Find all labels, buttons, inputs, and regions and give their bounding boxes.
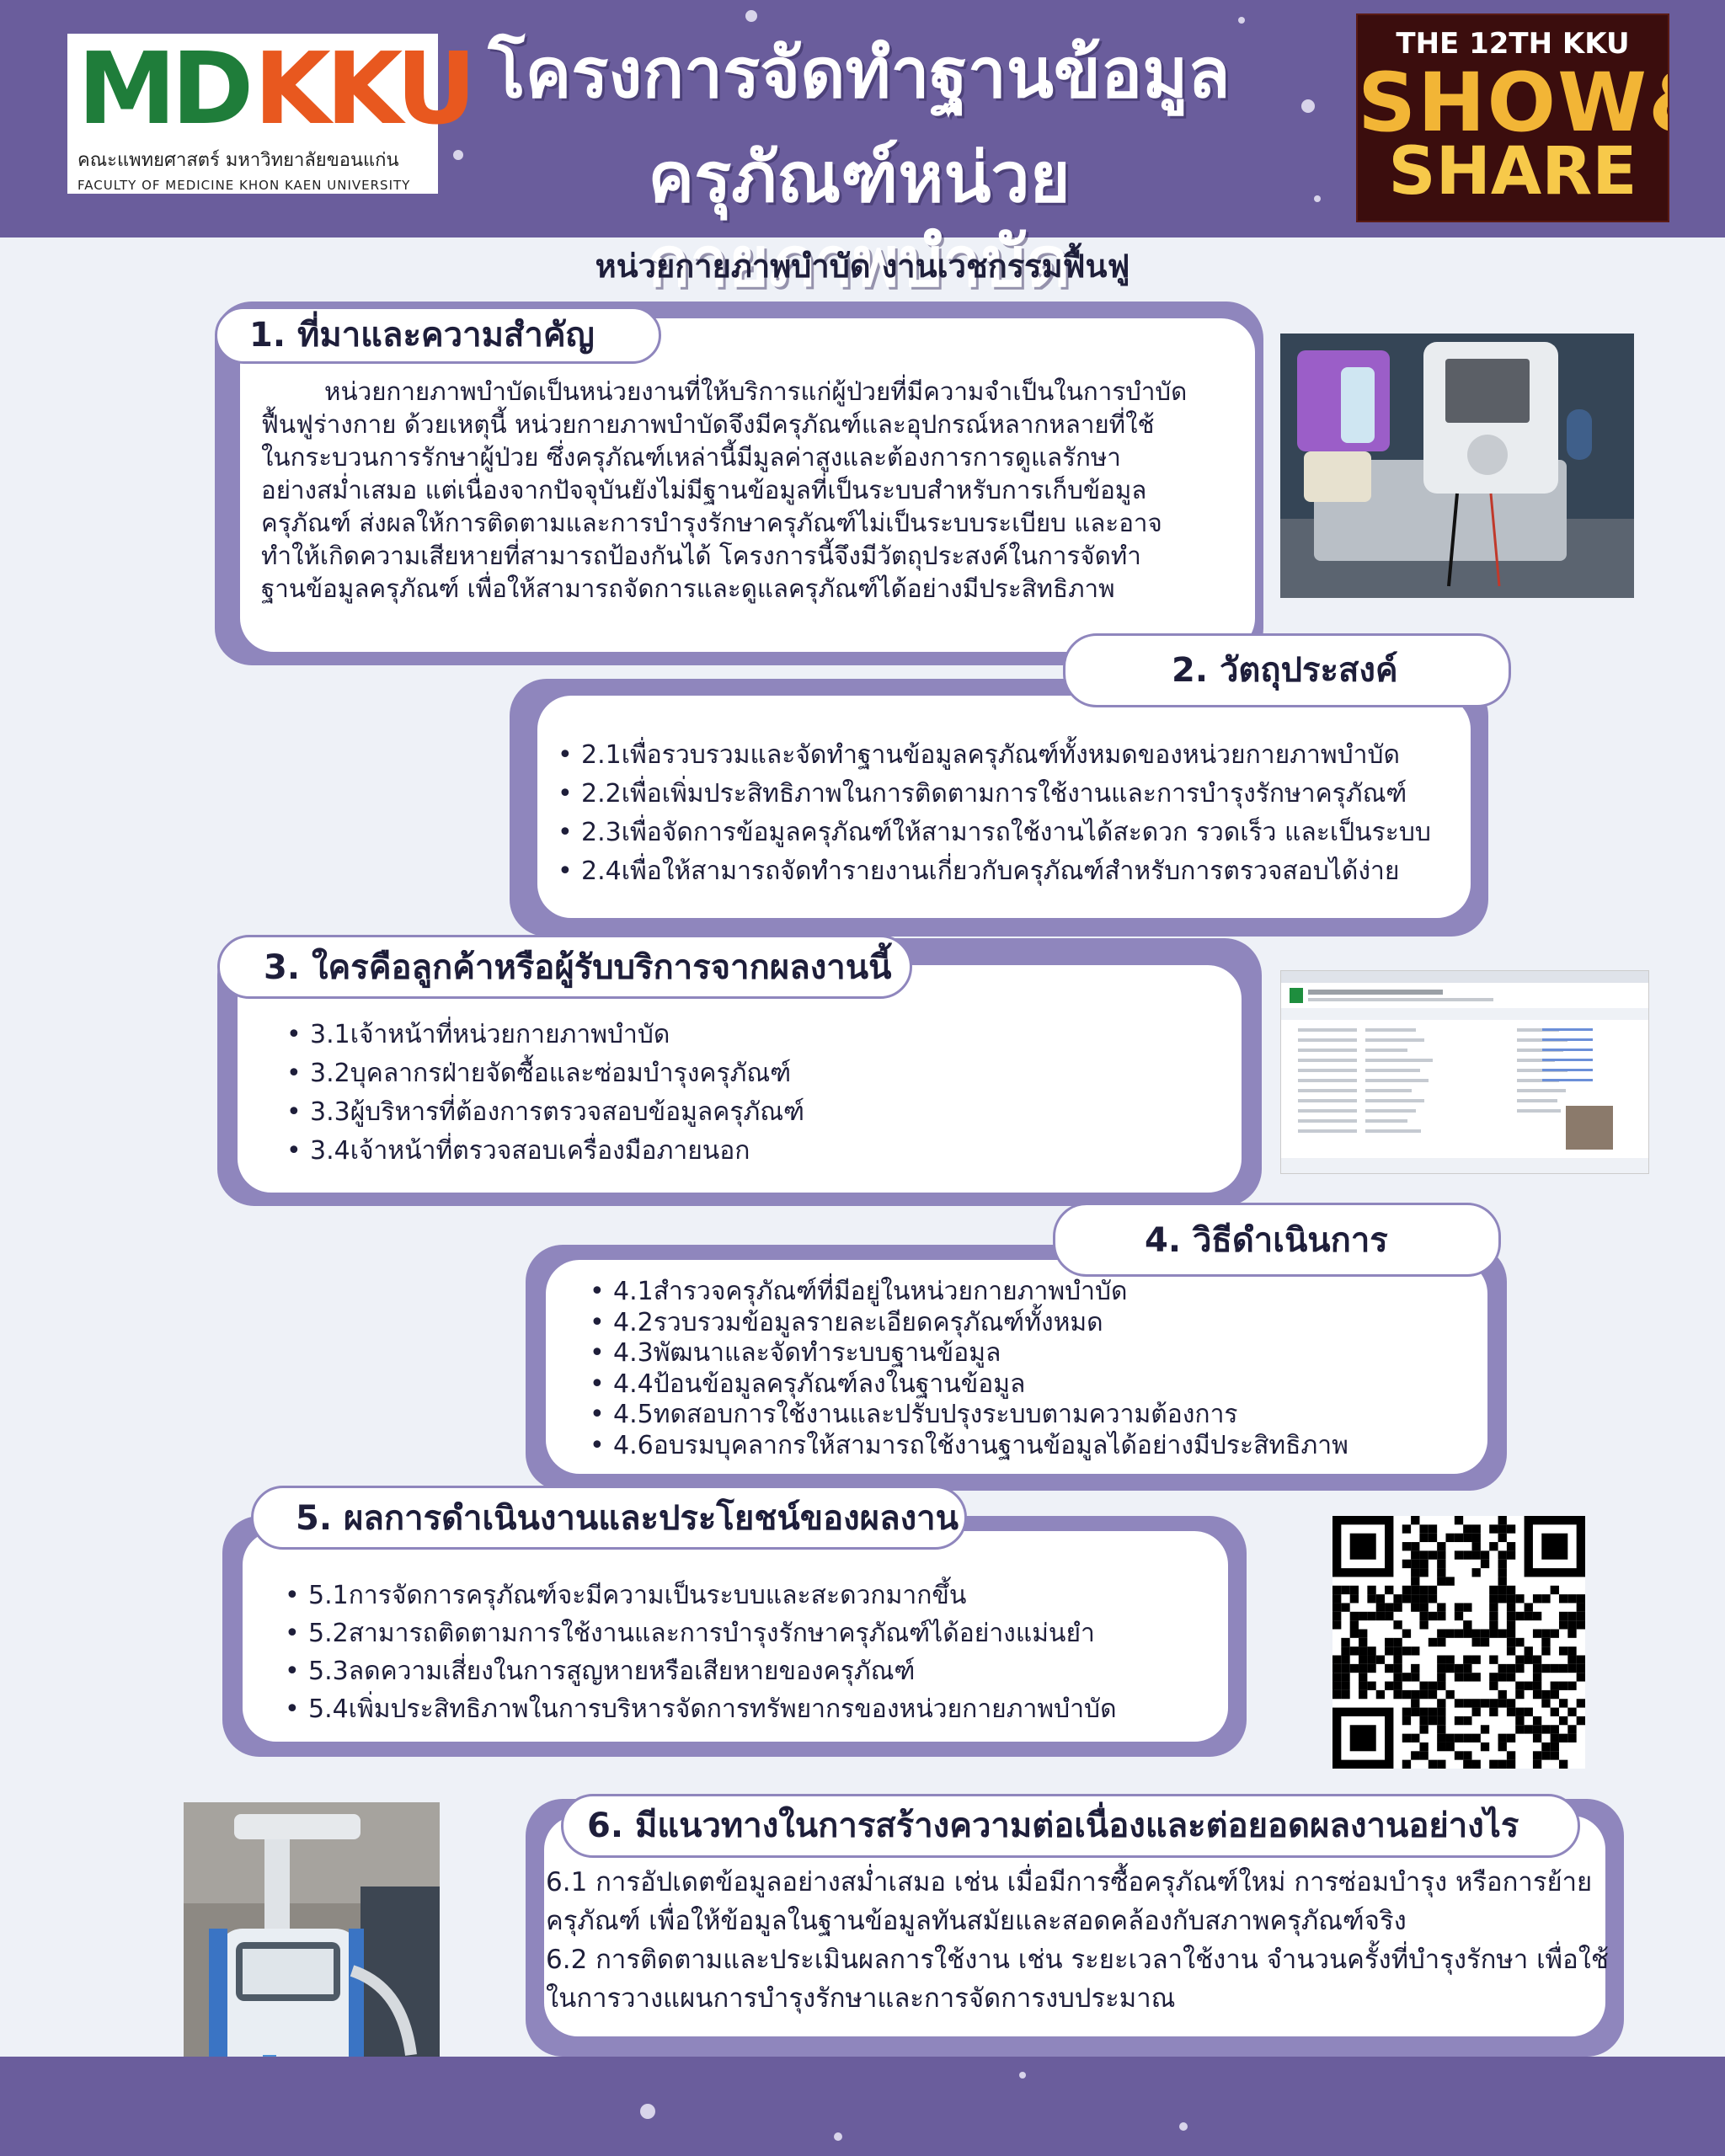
section1-line: ฟื้นฟูร่างกาย ด้วยเหตุนี้ หน่วยกายภาพบำบ… xyxy=(261,410,1155,439)
list-item: 2.2เพื่อเพิ่มประสิทธิภาพในการติดตามการใช… xyxy=(558,775,1431,814)
page-subtitle: หน่วยกายภาพบำบัด งานเวชกรรมฟื้นฟู xyxy=(595,248,1130,285)
logo-thai-name: คณะแพทยศาสตร์ มหาวิทยาลัยขอนแก่น xyxy=(77,150,399,171)
decor-dot xyxy=(640,2104,655,2119)
decor-dot xyxy=(1019,2072,1026,2079)
badge-line3: SHARE xyxy=(1388,134,1637,210)
section6-body: 6.1 การอัปเดตข้อมูลอย่างสม่ำเสมอ เช่น เม… xyxy=(546,1863,1609,2018)
section1-panel xyxy=(240,318,1255,652)
list-item: 3.3ผู้บริหารที่ต้องการตรวจสอบข้อมูลครุภั… xyxy=(286,1093,804,1132)
section4-list: 4.1สำรวจครุภัณฑ์ที่มีอยู่ในหน่วยกายภาพบำ… xyxy=(590,1277,1348,1461)
list-item: 5.2สามารถติดตามการใช้งานและการบำรุงรักษา… xyxy=(285,1614,1117,1652)
section3-heading: 3. ใครคือลูกค้าหรือผู้รับบริการจากผลงานน… xyxy=(217,935,912,999)
list-item: 4.5ทดสอบการใช้งานและปรับปรุงระบบตามความต… xyxy=(590,1400,1348,1431)
section6-line: ครุภัณฑ์ เพื่อให้ข้อมูลในฐานข้อมูลทันสมั… xyxy=(546,1906,1407,1936)
section1-line: หน่วยกายภาพบำบัดเป็นหน่วยงานที่ให้บริการ… xyxy=(261,377,1188,406)
section3-list: 3.1เจ้าหน้าที่หน่วยกายภาพบำบัด 3.2บุคลาก… xyxy=(286,1016,804,1171)
badge-line1: THE 12TH KKU xyxy=(1396,27,1630,61)
section1-line: ฐานข้อมูลครุภัณฑ์ เพื่อให้สามารถจัดการแล… xyxy=(261,574,1115,603)
logo-mark-kku: KKU xyxy=(254,30,477,147)
logo-english-name: FACULTY OF MEDICINE KHON KAEN UNIVERSITY xyxy=(77,178,411,193)
page-title-line2: ครุภัณฑ์หน่วยกายภาพบำบัด xyxy=(648,138,1071,302)
list-item: 4.1สำรวจครุภัณฑ์ที่มีอยู่ในหน่วยกายภาพบำ… xyxy=(590,1277,1348,1308)
list-item: 4.3พัฒนาและจัดทำระบบฐานข้อมูล xyxy=(590,1338,1348,1369)
list-item: 3.2บุคลากรฝ่ายจัดซื้อและซ่อมบำรุงครุภัณฑ… xyxy=(286,1054,804,1093)
list-item: 4.6อบรมบุคลากรให้สามารถใช้งานฐานข้อมูลได… xyxy=(590,1431,1348,1462)
decor-dot xyxy=(1314,195,1321,202)
decor-dot xyxy=(453,150,463,160)
section6-heading: 6. มีแนวทางในการสร้างความต่อเนื่องและต่อ… xyxy=(561,1794,1580,1858)
logo-mark-md: MD xyxy=(77,30,254,147)
list-item: 5.4เพิ่มประสิทธิภาพในการบริหารจัดการทรัพ… xyxy=(285,1690,1117,1728)
list-item: 3.4เจ้าหน้าที่ตรวจสอบเครื่องมือภายนอก xyxy=(286,1132,804,1171)
footer-band xyxy=(0,2057,1725,2156)
list-item: 3.1เจ้าหน้าที่หน่วยกายภาพบำบัด xyxy=(286,1016,804,1054)
decor-dot xyxy=(1301,99,1315,113)
section5-heading: 5. ผลการดำเนินงานและประโยชน์ของผลงาน xyxy=(251,1486,967,1550)
decor-dot xyxy=(745,10,757,22)
section1-line: ในกระบวนการรักษาผู้ป่วย ซึ่งครุภัณฑ์เหล่… xyxy=(261,443,1121,472)
section1-line: อย่างสม่ำเสมอ แต่เนื่องจากปัจจุบันยังไม่… xyxy=(261,476,1147,504)
list-item: 4.2รวบรวมข้อมูลรายละเอียดครุภัณฑ์ทั้งหมด xyxy=(590,1308,1348,1339)
list-item: 2.4เพื่อให้สามารถจัดทำรายงานเกี่ยวกับครุ… xyxy=(558,852,1431,891)
ultrasound-device-photo xyxy=(1280,334,1634,598)
page-title-line1: โครงการจัดทำฐานข้อมูล xyxy=(488,34,1231,114)
section6-line: ในการวางแผนการบำรุงรักษาและการจัดการงบปร… xyxy=(546,1983,1176,2014)
section1-heading: 1. ที่มาและความสำคัญ xyxy=(215,307,661,364)
section1-line: ครุภัณฑ์ ส่งผลให้การติดตามและการบำรุงรัก… xyxy=(261,509,1162,537)
section2-list: 2.1เพื่อรวบรวมและจัดทำฐานข้อมูลครุภัณฑ์ท… xyxy=(558,736,1431,891)
qr-code[interactable] xyxy=(1332,1516,1585,1769)
section1-line: ทำให้เกิดความเสียหายที่สามารถป้องกันได้ … xyxy=(261,542,1141,570)
show-and-share-badge: THE 12TH KKU SHOW& SHARE xyxy=(1356,13,1669,222)
list-item: 2.3เพื่อจัดการข้อมูลครุภัณฑ์ให้สามารถใช้… xyxy=(558,814,1431,852)
list-item: 2.1เพื่อรวบรวมและจัดทำฐานข้อมูลครุภัณฑ์ท… xyxy=(558,736,1431,775)
badge-line2: SHOW& xyxy=(1358,56,1668,150)
qr-code-pattern xyxy=(1332,1516,1585,1769)
list-item: 4.4ป้อนข้อมูลครุภัณฑ์ลงในฐานข้อมูล xyxy=(590,1369,1348,1401)
md-kku-logo: MD KKU คณะแพทยศาสตร์ มหาวิทยาลัยขอนแก่น … xyxy=(67,30,477,194)
section6-line: 6.2 การติดตามและประเมินผลการใช้งาน เช่น … xyxy=(546,1945,1609,1975)
list-item: 5.1การจัดการครุภัณฑ์จะมีความเป็นระบบและส… xyxy=(285,1577,1117,1614)
section4-heading: 4. วิธีดำเนินการ xyxy=(1053,1203,1501,1277)
decor-dot xyxy=(834,2132,842,2141)
section5-list: 5.1การจัดการครุภัณฑ์จะมีความเป็นระบบและส… xyxy=(285,1577,1117,1728)
decor-dot xyxy=(1179,2122,1188,2131)
section2-heading: 2. วัตถุประสงค์ xyxy=(1063,633,1511,707)
list-item: 5.3ลดความเสี่ยงในการสูญหายหรือเสียหายของ… xyxy=(285,1652,1117,1690)
spreadsheet-screenshot xyxy=(1280,970,1649,1174)
header-band: MD KKU คณะแพทยศาสตร์ มหาวิทยาลัยขอนแก่น … xyxy=(0,0,1725,302)
decor-dot xyxy=(1238,17,1245,24)
section1-body: หน่วยกายภาพบำบัดเป็นหน่วยงานที่ให้บริการ… xyxy=(261,376,1187,606)
section6-line: 6.1 การอัปเดตข้อมูลอย่างสม่ำเสมอ เช่น เม… xyxy=(546,1867,1593,1897)
